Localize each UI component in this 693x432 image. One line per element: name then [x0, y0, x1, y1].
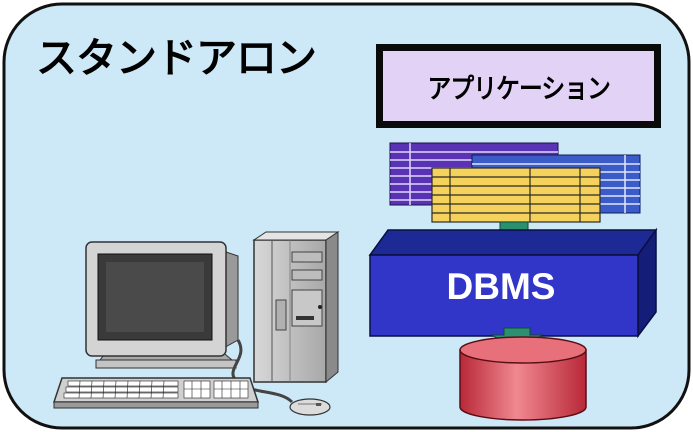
keyboard-icon: [52, 377, 260, 409]
standalone-heading: スタンドアロン: [36, 34, 317, 82]
application-box: アプリケーション: [376, 44, 661, 128]
application-box-fill: アプリケーション: [383, 51, 654, 121]
database-cylinder-icon: [459, 336, 587, 421]
mouse-icon: [289, 398, 331, 416]
dbms-label: DBMS: [446, 266, 556, 307]
table-sheet-yellow: [431, 167, 601, 223]
desktop-pc-icon: [85, 231, 340, 404]
application-label: アプリケーション: [427, 73, 610, 105]
